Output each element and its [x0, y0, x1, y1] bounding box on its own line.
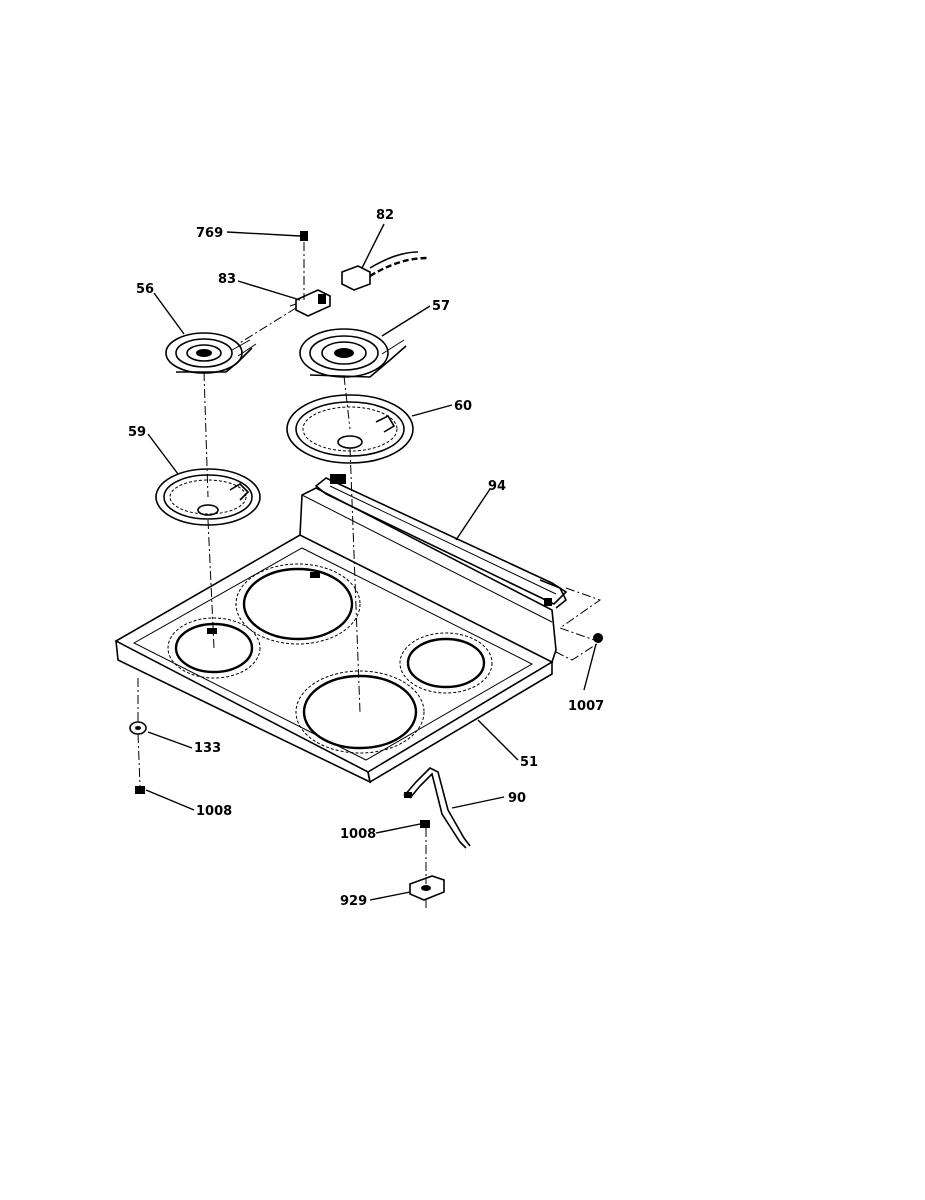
- part-labels: 769 82 83 56 57 60 59 94 1007 51 133 100…: [128, 208, 604, 909]
- label-1008-left: 1008: [196, 804, 232, 819]
- label-56: 56: [136, 282, 154, 297]
- label-83: 83: [218, 272, 236, 287]
- surface-unit-large: [299, 328, 407, 378]
- assembly-centerlines: [137, 242, 427, 908]
- screw-icon: [300, 231, 308, 241]
- screw-right: [593, 633, 603, 643]
- label-59: 59: [128, 425, 146, 440]
- label-51: 51: [520, 755, 538, 770]
- label-90: 90: [508, 791, 526, 806]
- screw-lower: [420, 820, 430, 828]
- wire-connector: [341, 251, 429, 291]
- screw-left: [135, 786, 145, 794]
- label-1008-lower: 1008: [340, 827, 376, 842]
- label-60: 60: [454, 399, 472, 414]
- vent-trim: [314, 474, 568, 609]
- label-57: 57: [432, 299, 450, 314]
- label-929: 929: [340, 894, 367, 909]
- cooktop-burner-openings: [167, 563, 493, 754]
- label-94: 94: [488, 479, 506, 494]
- label-82: 82: [376, 208, 394, 223]
- washer: [129, 721, 147, 735]
- label-769: 769: [196, 226, 223, 241]
- terminal-block: [289, 289, 331, 317]
- label-1007: 1007: [568, 699, 604, 714]
- cooktop-main-top: [114, 487, 557, 784]
- bracket: [409, 875, 445, 901]
- support-rod: [403, 767, 471, 849]
- label-133: 133: [194, 741, 221, 756]
- leader-lines: [145, 223, 597, 901]
- surface-unit-small: [165, 332, 257, 374]
